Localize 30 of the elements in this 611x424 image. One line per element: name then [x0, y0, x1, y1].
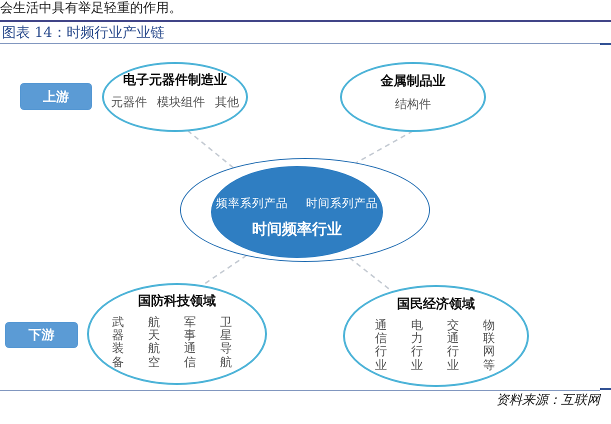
item-label: 航天航空	[148, 316, 160, 369]
sector-ellipse	[87, 283, 267, 385]
item-label: 元器件	[111, 95, 147, 110]
sector-ellipse	[340, 62, 486, 132]
body-text: 会生活中具有举足轻重的作用。	[0, 1, 182, 16]
stage-tag: 下游	[5, 322, 78, 348]
connector-line	[187, 130, 234, 169]
item-label: 武器装备	[112, 316, 124, 369]
item-label: 其他	[215, 95, 239, 110]
sector-title: 电子元器件制造业	[123, 73, 227, 89]
item-label: 电力行业	[411, 319, 423, 372]
stage-tag: 上游	[20, 83, 92, 110]
product-label: 时间系列产品	[306, 196, 378, 210]
connector-line	[355, 130, 414, 164]
item-label: 通信行业	[375, 319, 387, 372]
item-label: 交通行业	[447, 319, 459, 372]
sector-title: 国防科技领域	[138, 294, 216, 310]
item-label: 卫星导航	[220, 316, 232, 369]
sector-ellipse	[343, 285, 529, 387]
source-note: 资料来源：互联网	[496, 393, 600, 409]
figure-title: 图表 14：时频行业产业链	[2, 25, 164, 42]
item-label: 结构件	[395, 97, 431, 112]
item-label: 模块组件	[157, 95, 205, 110]
core-title: 时间频率行业	[252, 220, 342, 238]
item-label: 物联网等	[483, 319, 495, 372]
sector-title: 金属制品业	[380, 74, 446, 90]
product-label: 频率系列产品	[216, 196, 288, 210]
sector-ellipse	[102, 62, 248, 132]
item-label: 军事通信	[184, 316, 196, 369]
sector-title: 国民经济领域	[397, 297, 475, 313]
